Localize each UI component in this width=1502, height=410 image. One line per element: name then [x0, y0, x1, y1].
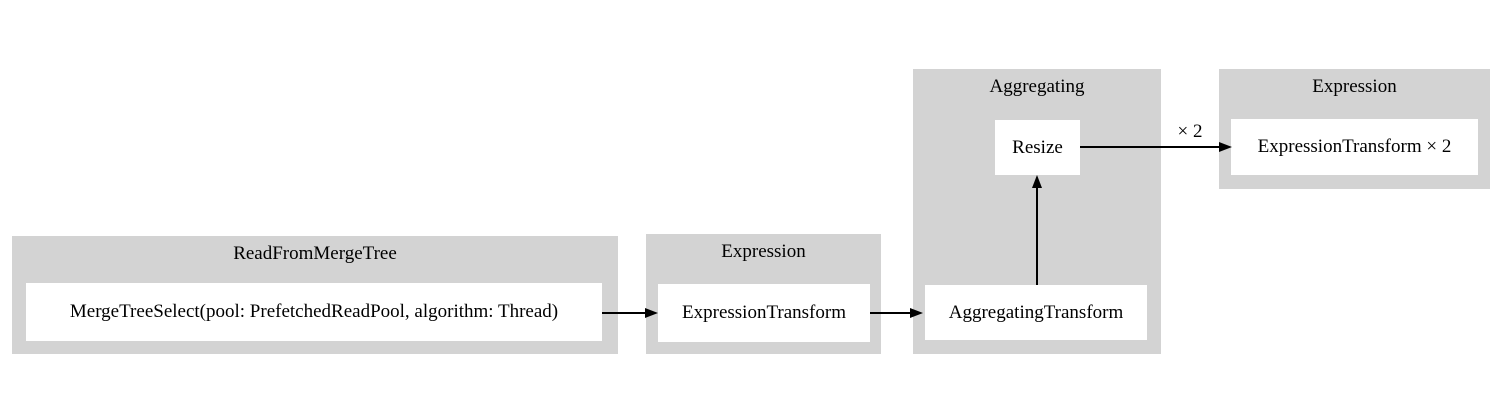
cluster-expression-2: Expression ExpressionTransform × 2	[1219, 69, 1490, 189]
node-aggregating-transform: AggregatingTransform	[925, 285, 1147, 340]
node-resize: Resize	[995, 120, 1080, 175]
node-expression-transform-x2: ExpressionTransform × 2	[1231, 119, 1478, 175]
cluster-title: Expression	[721, 241, 806, 262]
cluster-title: ReadFromMergeTree	[233, 243, 397, 264]
edge-aggregating-to-resize	[1032, 175, 1042, 285]
cluster-title: Aggregating	[989, 76, 1085, 97]
cluster-expression-1: Expression ExpressionTransform	[646, 234, 881, 354]
edge-expression-to-aggregating	[870, 308, 923, 318]
cluster-read-from-merge-tree: ReadFromMergeTree MergeTreeSelect(pool: …	[12, 236, 618, 354]
edge-mergetree-to-expression	[602, 308, 658, 318]
edge-label-x2: × 2	[1177, 121, 1203, 142]
node-merge-tree-select: MergeTreeSelect(pool: PrefetchedReadPool…	[26, 283, 602, 341]
node-expression-transform: ExpressionTransform	[658, 284, 870, 342]
edge-resize-to-expression-x2	[1080, 142, 1232, 152]
cluster-title: Expression	[1312, 76, 1397, 97]
